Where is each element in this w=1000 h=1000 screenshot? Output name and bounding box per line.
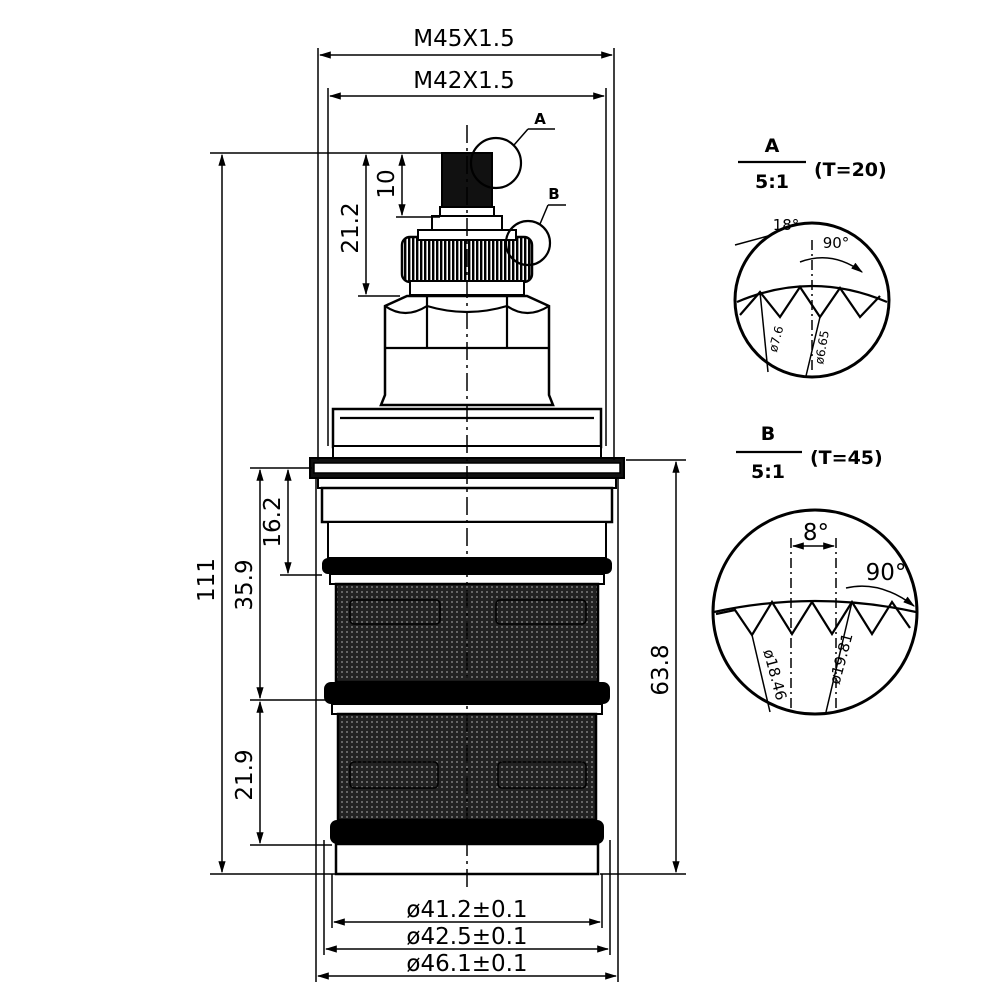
diameter-1-label: ø41.2±0.1 [406, 897, 527, 923]
bottom-section-label: 21.9 [232, 749, 258, 800]
diameter-dimensions: ø41.2±0.1 ø42.5±0.1 ø46.1±0.1 [315, 478, 619, 982]
thread-outer-label: M45X1.5 [413, 26, 514, 52]
detail-b-scale: 5:1 [751, 461, 785, 483]
upper-height-label: 21.2 [338, 202, 364, 253]
detail-b-angle-2: 90° [866, 560, 907, 586]
total-height-label: 111 [194, 558, 220, 602]
detail-a-letter: A [765, 135, 780, 157]
right-dimensions: 63.8 [600, 459, 686, 875]
detail-a-scale: 5:1 [755, 171, 789, 193]
callout-a-letter: A [534, 110, 546, 128]
diameter-2-label: ø42.5±0.1 [406, 924, 527, 950]
body-height-label: 63.8 [648, 644, 674, 695]
cartridge-body [309, 125, 625, 890]
detail-a: A 5:1 (T=20) 18° 90° ø7.6 ø6.65 [733, 135, 891, 379]
detail-b-angle-1: 8° [803, 520, 829, 546]
detail-a-angle-2: 90° [823, 234, 850, 252]
diameter-3-label: ø46.1±0.1 [406, 951, 527, 977]
callout-b: B [504, 185, 566, 267]
detail-b-letter: B [761, 423, 775, 445]
thread-dimensions: M45X1.5 M42X1.5 [317, 26, 615, 460]
left-dimensions: 111 21.2 10 16.2 35.9 21.9 [194, 152, 442, 875]
detail-a-dia-1: ø7.6 [766, 324, 786, 353]
callout-b-letter: B [548, 185, 559, 203]
thread-inner-label: M42X1.5 [413, 68, 514, 94]
seal-spacing-2-label: 35.9 [232, 559, 258, 610]
detail-b-dia-2: ø19.81 [826, 631, 857, 686]
detail-a-teeth: (T=20) [814, 159, 887, 181]
detail-a-angle-1: 18° [773, 216, 800, 234]
detail-b: B 5:1 (T=45) 8° 90° ø18.46 ø19.81 [711, 423, 919, 716]
detail-b-dia-1: ø18.46 [759, 647, 790, 702]
callout-a: A [469, 110, 555, 190]
detail-b-teeth: (T=45) [810, 447, 883, 469]
spindle-height-label: 10 [374, 169, 400, 198]
seal-spacing-1-label: 16.2 [260, 496, 286, 547]
detail-a-dia-2: ø6.65 [812, 329, 832, 365]
